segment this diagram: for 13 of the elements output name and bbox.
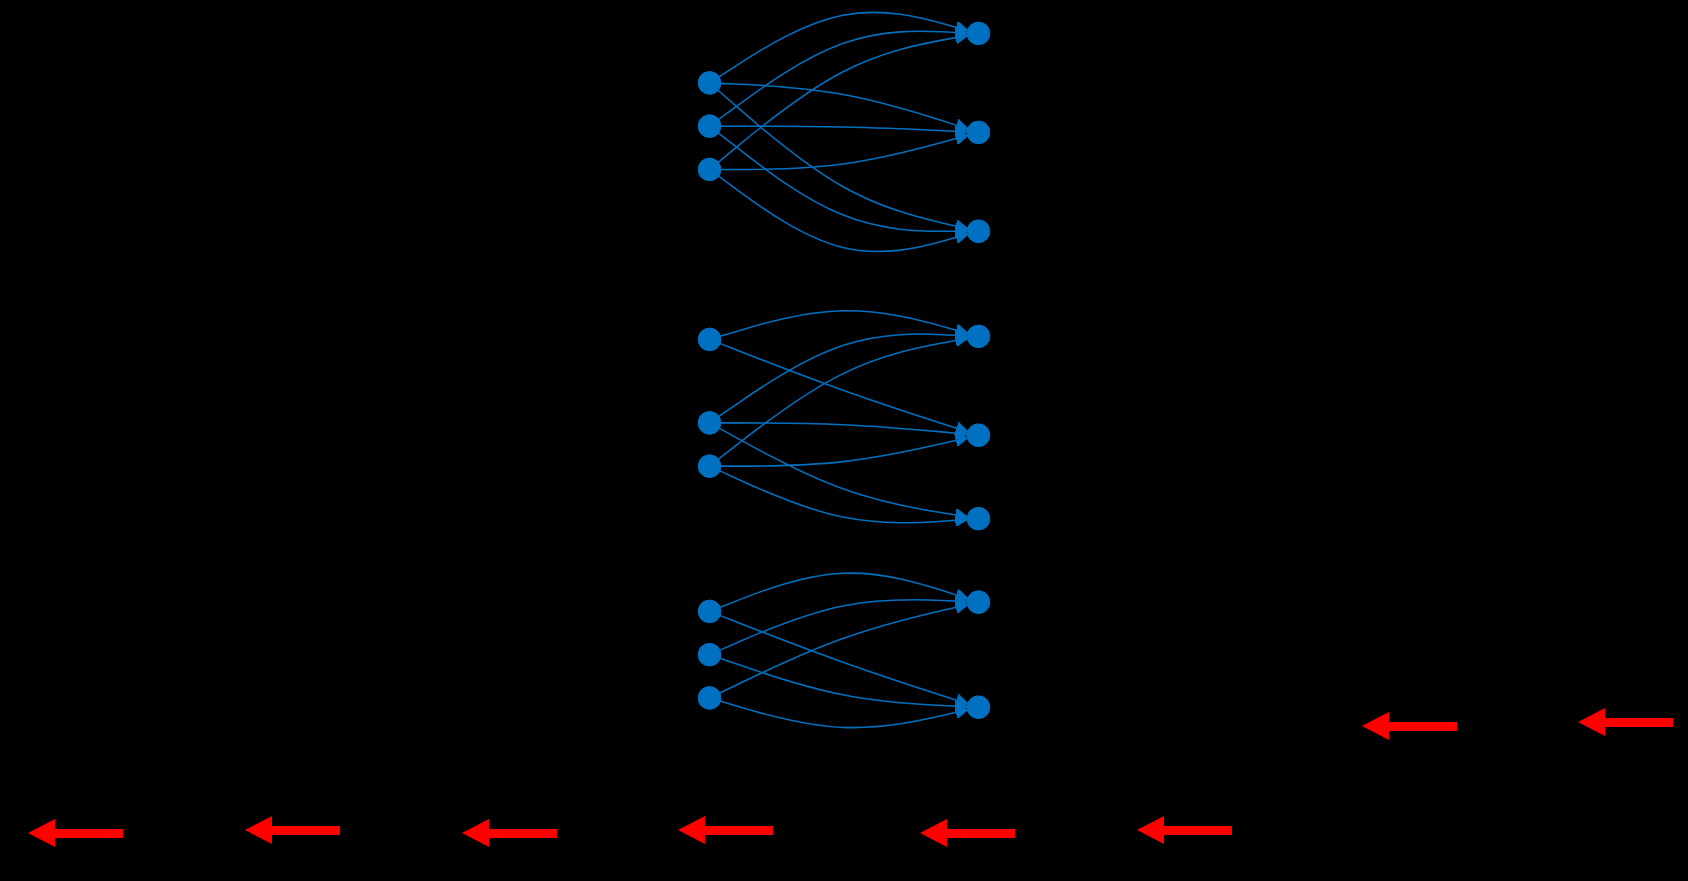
arrow — [718, 572, 969, 609]
arrow — [718, 342, 969, 435]
arrow — [718, 600, 969, 695]
arrow — [717, 132, 969, 239]
arrow — [719, 310, 969, 338]
arrow — [717, 11, 969, 78]
arrow — [716, 89, 969, 233]
arrow — [719, 700, 969, 729]
arrow — [719, 82, 969, 132]
arrow — [717, 175, 969, 253]
arrow — [717, 333, 969, 461]
arrow — [718, 614, 969, 707]
arrow — [718, 469, 969, 528]
